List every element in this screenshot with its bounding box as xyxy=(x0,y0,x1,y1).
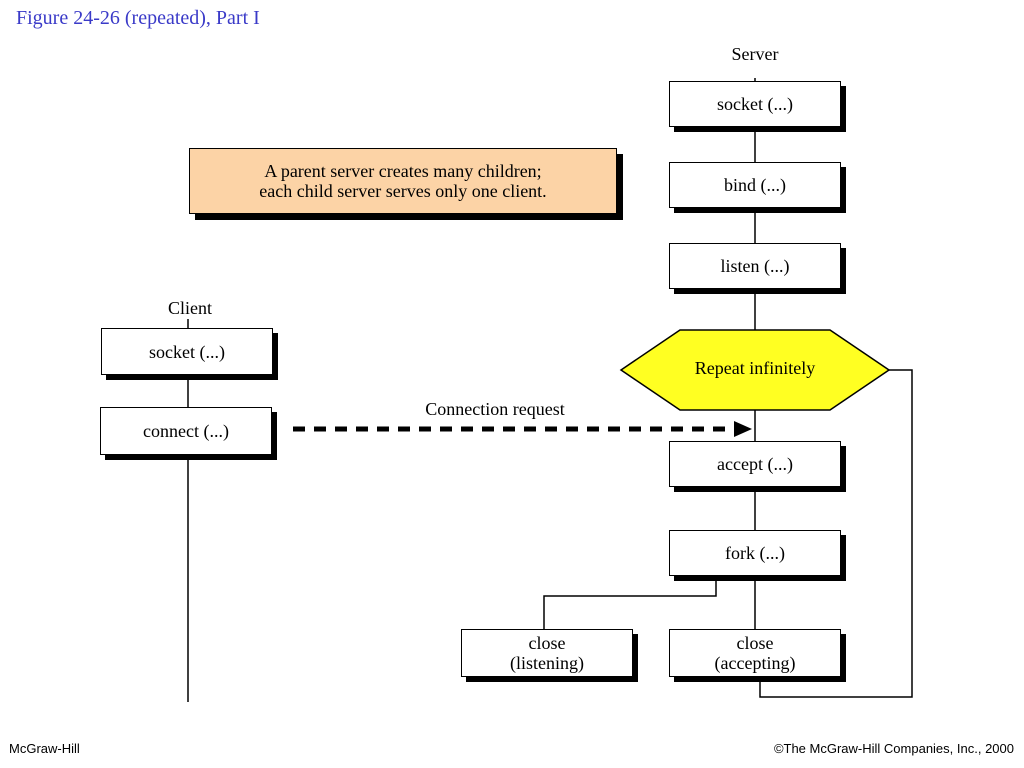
close-listening-box: close (listening) xyxy=(461,629,633,677)
server-accept-box: accept (...) xyxy=(669,441,841,487)
server-accept-label: accept (...) xyxy=(717,454,793,474)
close-accepting-box: close (accepting) xyxy=(669,629,841,677)
close-listening-line-2: (listening) xyxy=(510,653,584,673)
client-socket-box: socket (...) xyxy=(101,328,273,375)
loop-back-line xyxy=(759,369,913,698)
footer-publisher: McGraw-Hill xyxy=(9,741,80,756)
note-line-1: A parent server creates many children; xyxy=(264,161,542,181)
server-fork-box: fork (...) xyxy=(669,530,841,576)
client-connect-box: connect (...) xyxy=(100,407,272,455)
fork-close-listening-line xyxy=(543,576,717,630)
server-socket-label: socket (...) xyxy=(717,94,793,114)
figure-title: Figure 24-26 (repeated), Part I xyxy=(16,7,260,29)
close-accepting-line-1: close xyxy=(736,633,774,653)
close-listening-line-1: close xyxy=(528,633,566,653)
connection-request-arrowhead xyxy=(734,421,752,437)
client-label: Client xyxy=(168,298,212,318)
repeat-hexagon xyxy=(619,329,891,411)
server-bind-label: bind (...) xyxy=(724,175,786,195)
server-listen-box: listen (...) xyxy=(669,243,841,289)
note-box: A parent server creates many children; e… xyxy=(189,148,617,214)
repeat-infinitely-label: Repeat infinitely xyxy=(694,358,816,378)
footer-copyright: ©The McGraw-Hill Companies, Inc., 2000 xyxy=(773,741,1014,756)
server-listen-label: listen (...) xyxy=(720,256,790,276)
server-bind-box: bind (...) xyxy=(669,162,841,208)
server-socket-box: socket (...) xyxy=(669,81,841,127)
close-accepting-line-2: (accepting) xyxy=(714,653,796,673)
connection-request-label: Connection request xyxy=(425,399,565,419)
note-line-2: each child server serves only one client… xyxy=(259,181,547,201)
client-connect-label: connect (...) xyxy=(143,421,229,441)
server-fork-label: fork (...) xyxy=(725,543,785,563)
client-socket-label: socket (...) xyxy=(149,341,225,362)
server-label: Server xyxy=(731,44,779,64)
